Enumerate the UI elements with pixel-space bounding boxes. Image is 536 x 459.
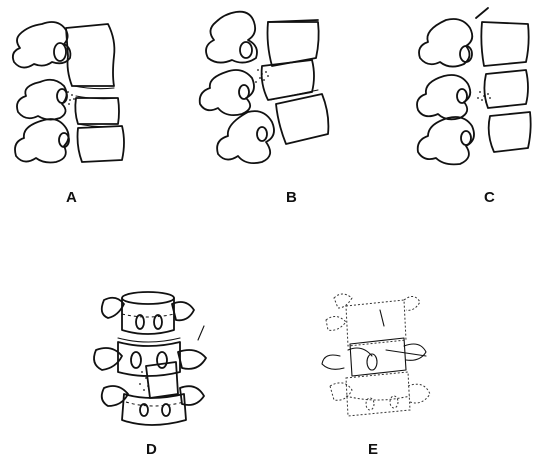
panel-a-illustration — [13, 22, 124, 163]
panel-c-illustration — [417, 8, 531, 164]
panel-b-illustration — [200, 12, 329, 163]
panel-a-label: A — [66, 189, 77, 206]
panel-c-label: C — [484, 189, 495, 206]
panel-e-label: E — [368, 441, 378, 458]
panel-b-label: B — [286, 189, 297, 206]
panel-d-illustration — [94, 292, 206, 425]
panel-d-label: D — [146, 441, 157, 458]
panel-e-illustration — [322, 294, 430, 416]
